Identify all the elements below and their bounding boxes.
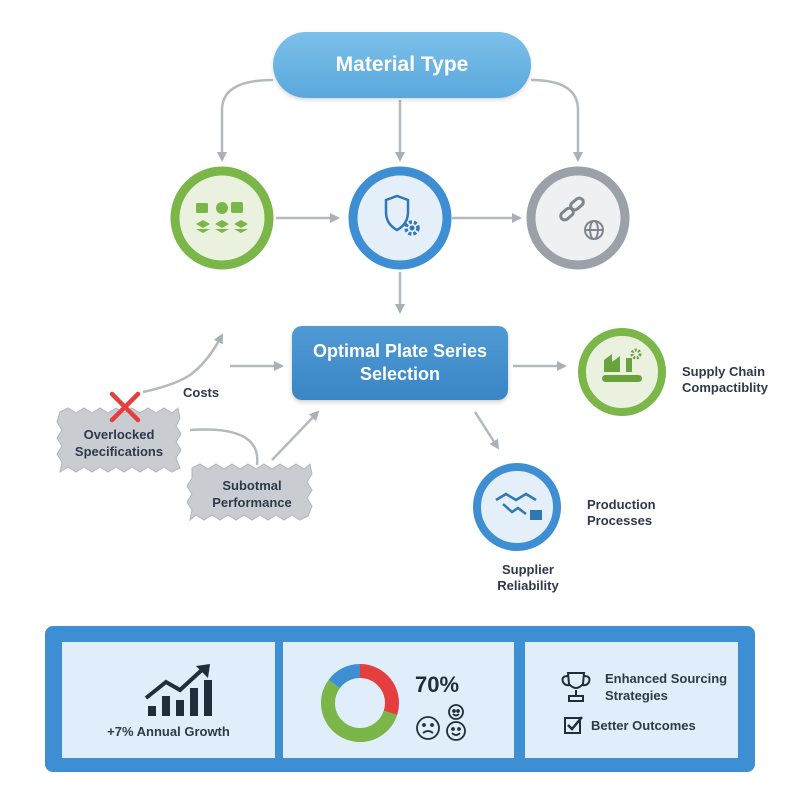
strategies-label: Enhanced Sourcing Strategies [605,671,728,703]
gear-icon [404,220,420,236]
factory-conveyor-icon [602,348,642,382]
supplier-node [473,463,561,551]
optimal-selection-box: Optimal Plate Series Selection [292,326,508,400]
summary-panel: +7% Annual Growth 70% [45,626,755,772]
overlocked-specs-card [56,407,182,474]
faces-icon [416,704,466,741]
factory-icon [530,510,542,520]
overlocked-specs-label: Overlocked Specifications [74,427,164,459]
satisfaction-card: 70% [283,642,514,758]
donut-segment-1 [321,664,399,742]
checkbox-icon [564,716,583,734]
percent-value: 70% [415,672,460,697]
shield-icon [384,194,410,232]
supply-chain-label: Supply Chain Compactiblity [682,364,768,395]
happy-face-icon [448,704,464,720]
connectivity-node [526,166,630,270]
supply-chain-node [578,328,666,416]
handshake-icon [495,492,537,515]
connector-arrows [142,78,583,466]
suboptimal-performance-label: Subotmal Performance [212,478,292,510]
growth-label: +7% Annual Growth [107,724,230,739]
growth-card: +7% Annual Growth [62,642,275,758]
chain-link-icon [559,196,585,222]
materials-grid-icon [196,202,248,233]
supplier-reliability-label: Supplier Reliability [497,562,559,593]
growth-chart-icon [144,664,212,716]
material-type-pill: Material Type [273,32,531,98]
trophy-icon [561,672,591,702]
sad-face-icon [416,716,440,740]
donut-segment-2 [321,664,399,742]
red-x-icon [109,391,141,423]
costs-label: Costs [183,385,220,400]
suboptimal-performance-card [186,463,313,522]
donut-chart [321,664,399,742]
production-processes-label: Production Processes [587,497,656,528]
globe-icon [584,220,604,240]
strategies-card: Enhanced Sourcing Strategies Better Outc… [525,642,738,758]
protection-node [348,166,452,270]
outcomes-label: Better Outcomes [591,718,696,733]
materials-node [170,166,274,270]
